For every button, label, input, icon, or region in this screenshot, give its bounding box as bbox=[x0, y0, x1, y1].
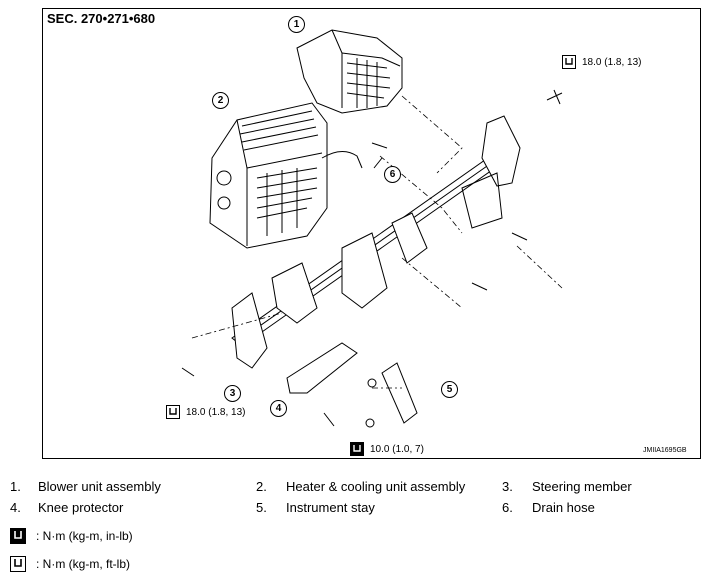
legend-num-3: 3. bbox=[502, 479, 513, 494]
callout-4: 4 bbox=[270, 400, 287, 417]
callout-2: 2 bbox=[212, 92, 229, 109]
diagram-frame bbox=[42, 8, 701, 459]
torque-value-bottom: 10.0 (1.0, 7) bbox=[370, 443, 424, 455]
legend-label-6: Drain hose bbox=[532, 500, 595, 515]
unit-label-filled: : N·m (kg-m, in-lb) bbox=[36, 529, 133, 543]
legend-label-3: Steering member bbox=[532, 479, 632, 494]
legend-num-5: 5. bbox=[256, 500, 267, 515]
unit-legend-filled: : N·m (kg-m, in-lb) bbox=[10, 528, 133, 544]
section-label: SEC. 270•271•680 bbox=[47, 11, 156, 26]
unit-legend-open: : N·m (kg-m, ft-lb) bbox=[10, 556, 130, 572]
legend-num-1: 1. bbox=[10, 479, 21, 494]
figure-id: JMIIA1695GB bbox=[643, 447, 687, 454]
callout-3: 3 bbox=[224, 385, 241, 402]
torque-wrench-filled-icon bbox=[10, 528, 26, 544]
legend-label-4: Knee protector bbox=[38, 500, 124, 515]
legend-num-4: 4. bbox=[10, 500, 21, 515]
torque-value-top-right: 18.0 (1.8, 13) bbox=[582, 56, 642, 68]
torque-wrench-open-icon bbox=[562, 55, 576, 69]
torque-spec-left: 18.0 (1.8, 13) bbox=[166, 405, 245, 419]
unit-label-open: : N·m (kg-m, ft-lb) bbox=[36, 557, 130, 571]
callout-5: 5 bbox=[441, 381, 458, 398]
exploded-parts-illustration bbox=[181, 29, 563, 428]
torque-spec-top-right: 18.0 (1.8, 13) bbox=[562, 55, 641, 69]
legend-label-2: Heater & cooling unit assembly bbox=[286, 479, 466, 494]
legend-num-2: 2. bbox=[256, 479, 267, 494]
torque-value-left: 18.0 (1.8, 13) bbox=[186, 406, 246, 418]
callout-6: 6 bbox=[384, 166, 401, 183]
legend-label-5: Instrument stay bbox=[286, 500, 375, 515]
torque-wrench-filled-icon bbox=[350, 442, 364, 456]
torque-spec-bottom: 10.0 (1.0, 7) bbox=[350, 442, 424, 456]
torque-wrench-open-icon bbox=[166, 405, 180, 419]
torque-wrench-open-icon bbox=[10, 556, 26, 572]
legend-num-6: 6. bbox=[502, 500, 513, 515]
callout-1: 1 bbox=[288, 16, 305, 33]
legend-label-1: Blower unit assembly bbox=[38, 479, 161, 494]
